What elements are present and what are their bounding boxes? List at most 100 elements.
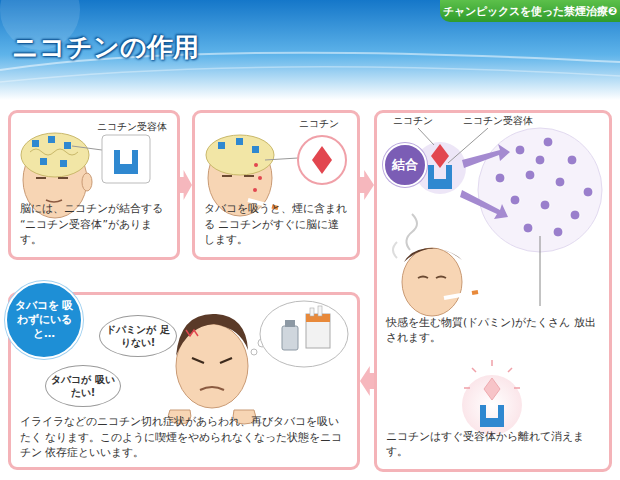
illustration-part	[393, 242, 397, 258]
illustration-part	[312, 146, 332, 174]
illustration-part	[285, 320, 295, 327]
illustration-part	[40, 158, 47, 165]
condition-badge: タバコを 吸わずにいると…	[5, 281, 83, 359]
dopamine-dot	[495, 173, 505, 183]
illustration-part	[310, 308, 314, 316]
flow-arrow	[360, 170, 374, 200]
panel-text: 脳には、ニコチンが結合する “ニコチン受容体”があります。	[20, 201, 169, 247]
illustration-part	[0, 67, 620, 82]
illustration-part	[102, 135, 150, 183]
illustration-part	[306, 314, 330, 348]
illustration-part	[431, 144, 449, 168]
illustration-part	[0, 0, 620, 100]
dopamine-dot	[570, 210, 580, 220]
panel-text: 快感を生む物質(ドパミン)がたくさん 放出されます。	[386, 315, 601, 345]
illustration-part	[472, 292, 478, 293]
illustration-part	[236, 138, 243, 145]
illustration-part	[64, 142, 71, 149]
illustration-part	[252, 146, 259, 153]
callout-label: ニコチン受容体	[462, 115, 534, 128]
flow-arrow	[180, 170, 192, 200]
dopamine-dot	[540, 200, 550, 210]
illustration-part	[428, 165, 452, 189]
smoker-face	[393, 214, 540, 316]
illustration-part	[540, 236, 541, 306]
illustration-part	[186, 330, 198, 336]
panel-text: イライラなどのニコチン切れ症状があらわれ、再びタバコを吸いたく なります。このよ…	[20, 414, 349, 460]
illustration-part	[298, 136, 346, 184]
dopamine-dot	[523, 223, 533, 233]
dopamine-dot	[510, 195, 520, 205]
illustration-part	[254, 163, 258, 167]
illustration-part	[258, 176, 262, 180]
illustration-part	[460, 190, 508, 219]
header-band	[0, 0, 620, 100]
illustration-part	[48, 136, 55, 143]
dopamine-dot	[515, 145, 525, 155]
node-text: チャンピックスを使った禁煙治療❷	[443, 4, 617, 19]
illustration-part	[406, 214, 417, 250]
illustration-part	[72, 146, 102, 150]
illustration-part	[60, 160, 67, 167]
flow-arrow	[360, 366, 374, 396]
dopamine-dot	[555, 177, 565, 187]
dopamine-dot	[525, 170, 535, 180]
dopamine-dot	[535, 155, 545, 165]
binding-illustration	[414, 128, 602, 252]
illustration-part	[36, 177, 68, 179]
step-panel: イライラなどのニコチン切れ症状があらわれ、再びタバコを吸いたく なります。このよ…	[8, 292, 360, 470]
illustration-part	[176, 314, 248, 356]
dopamine-dot	[567, 155, 577, 165]
illustration-part	[265, 158, 298, 160]
illustration-part	[480, 405, 504, 427]
illustration-part	[46, 200, 62, 202]
illustration-part	[282, 326, 298, 350]
illustration-part	[114, 150, 138, 174]
series-tab: チャンピックスを使った禁煙治療❷	[440, 0, 620, 22]
illustration-part	[462, 375, 522, 435]
illustration-part	[251, 349, 257, 355]
dopamine-dots	[495, 137, 593, 237]
speech-bubble: ドパミンが 足りない!	[99, 315, 177, 357]
node-text: ドパミンが 足りない!	[104, 323, 172, 349]
step-panel: 快感を生む物質(ドパミン)がたくさん 放出されます。ニコチンはすぐ受容体から離れ…	[374, 110, 612, 472]
illustration-part	[484, 378, 500, 400]
illustration-part	[478, 128, 602, 252]
illustration-part	[30, 149, 78, 155]
released-receptor	[462, 360, 522, 435]
illustration-part	[404, 248, 462, 262]
illustration-part	[464, 360, 520, 388]
illustration-part	[32, 140, 39, 147]
panel-text: タバコを吸うと、煙に含まれる ニコチンがすぐに脳に達します。	[204, 201, 349, 247]
speech-bubble: タバコが 吸いたい!	[45, 365, 121, 407]
binding-badge: 結合	[383, 143, 427, 187]
illustration-part	[260, 301, 348, 367]
illustration-part	[192, 358, 232, 363]
step-panel: タバコを吸うと、煙に含まれる ニコチンがすぐに脳に達します。	[192, 110, 360, 260]
illustration-part	[462, 144, 510, 168]
callout-label: ニコチン受容体	[96, 121, 168, 134]
illustration-part	[318, 306, 322, 316]
dopamine-dot	[543, 137, 553, 147]
diagram-title: ニコチンの作用	[12, 30, 199, 65]
node-text: 結合	[392, 156, 418, 174]
node-text: タバコを 吸わずにいると…	[13, 299, 75, 342]
callout-label: ニコチン	[298, 118, 340, 131]
illustration-part	[253, 188, 257, 192]
illustration-part	[21, 133, 89, 177]
illustration-part	[206, 135, 274, 175]
illustration-part	[418, 277, 446, 279]
irritated-man	[168, 301, 348, 424]
illustration-part	[200, 387, 224, 390]
callout-label: ニコチン	[392, 115, 434, 128]
panel-text: ニコチンはすぐ受容体から離れて消えます。	[386, 429, 601, 459]
illustration-part	[402, 248, 462, 316]
illustration-part	[218, 142, 225, 149]
dopamine-dot	[553, 227, 563, 237]
dopamine-dot	[583, 187, 593, 197]
node-text: タバコが 吸いたい!	[50, 373, 116, 399]
illustration-part	[82, 173, 92, 191]
illustration-part	[418, 128, 434, 145]
